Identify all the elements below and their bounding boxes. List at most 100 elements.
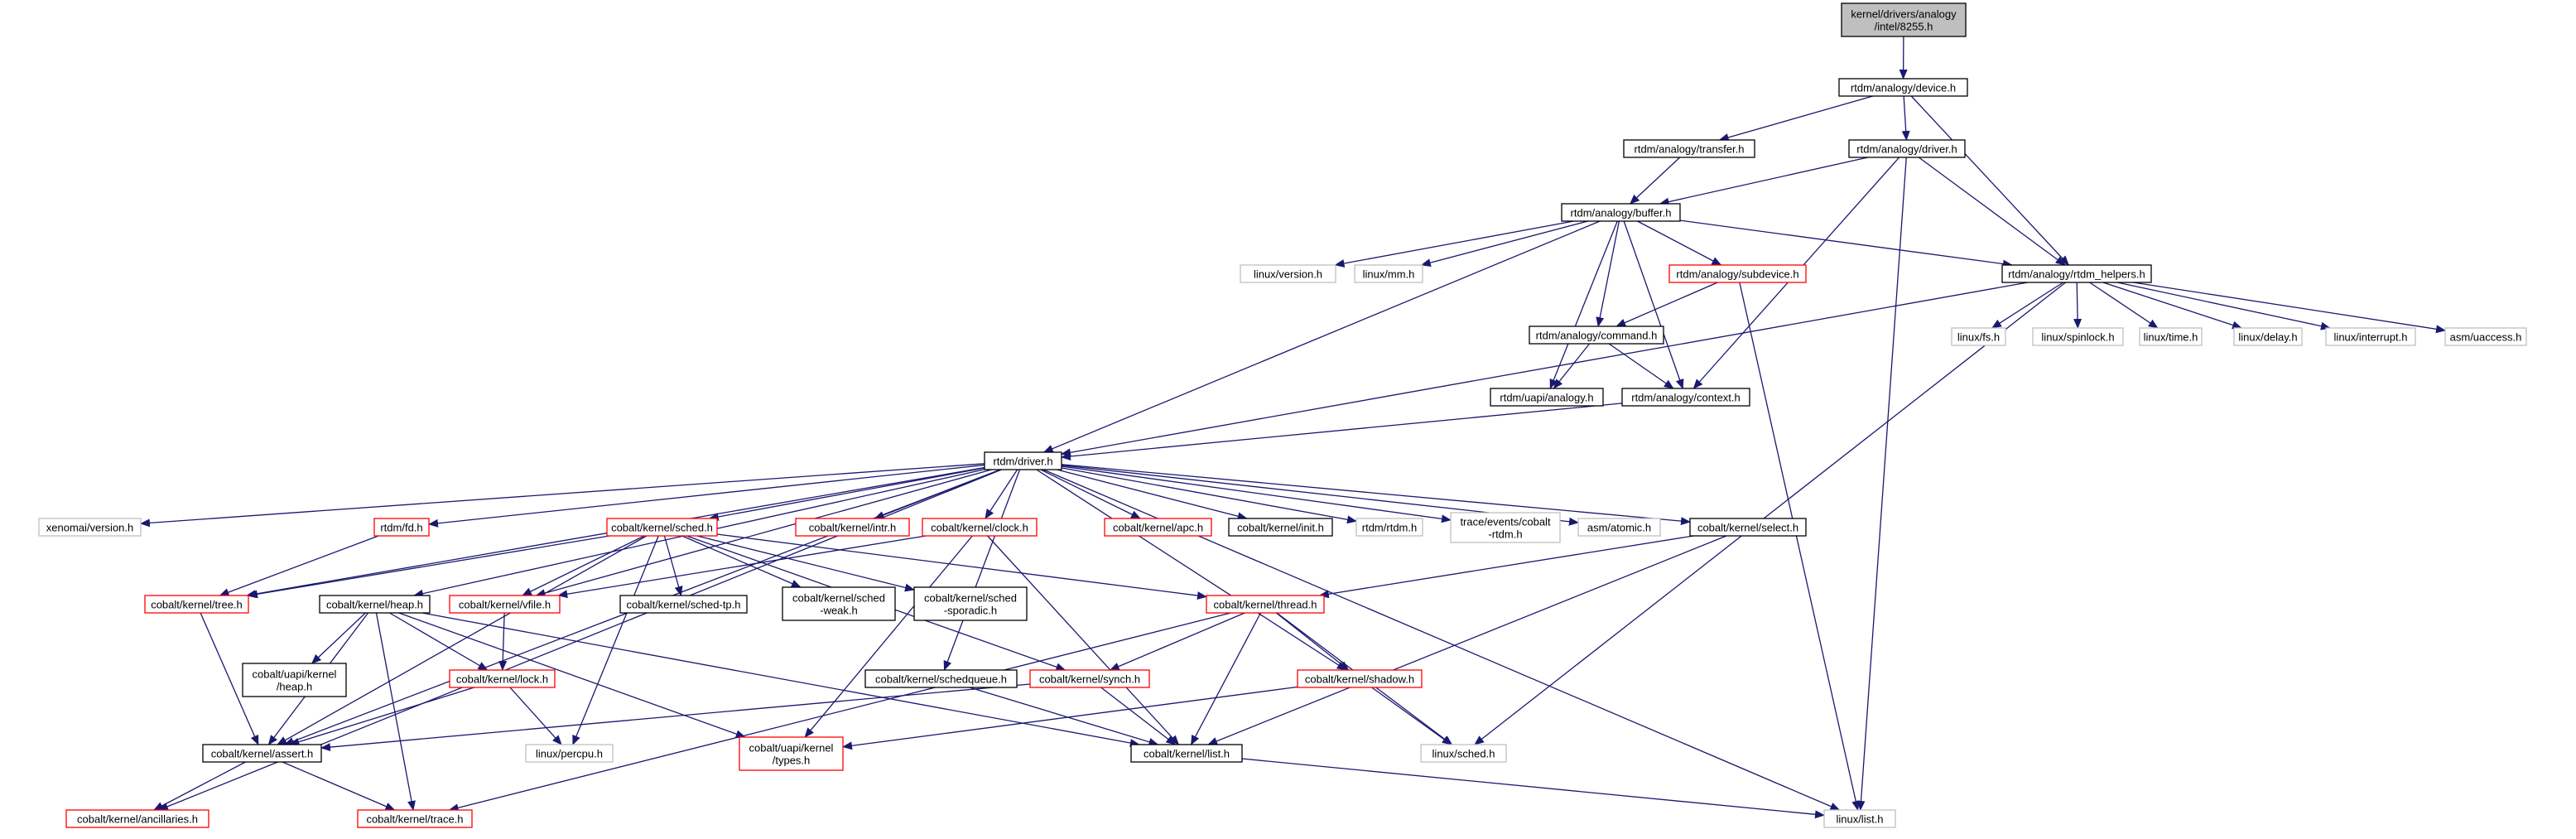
node-buffer[interactable]: rtdm/analogy/buffer.h bbox=[1561, 203, 1681, 222]
node-label-utypes: /types.h bbox=[773, 755, 811, 767]
node-command[interactable]: rtdm/analogy/command.h bbox=[1529, 325, 1664, 345]
node-box-percpu bbox=[525, 744, 614, 763]
node-box-subdevice bbox=[1668, 264, 1807, 283]
node-label-mm: linux/mm.h bbox=[1363, 268, 1415, 281]
edge-device-to-transfer bbox=[1718, 95, 1873, 142]
node-box-rdriver bbox=[984, 451, 1062, 470]
node-rdriver[interactable]: rtdm/driver.h bbox=[984, 451, 1062, 470]
node-label-list: cobalt/kernel/list.h bbox=[1144, 748, 1230, 760]
node-label-lsched: linux/sched.h bbox=[1432, 748, 1495, 760]
edge-thread-to-synch bbox=[1109, 612, 1245, 671]
node-apc[interactable]: cobalt/kernel/apc.h bbox=[1104, 518, 1212, 537]
edge-adriver-to-helpers bbox=[1918, 157, 2066, 266]
edge-buffer-to-rdriver bbox=[1042, 220, 1601, 453]
node-box-vfile bbox=[449, 595, 561, 614]
node-label-rtdmh: rtdm/rtdm.h bbox=[1362, 522, 1417, 534]
node-box-xversion bbox=[38, 518, 142, 537]
node-label-select: cobalt/kernel/select.h bbox=[1697, 522, 1798, 534]
node-subdevice[interactable]: rtdm/analogy/subdevice.h bbox=[1668, 264, 1807, 283]
node-time[interactable]: linux/time.h bbox=[2139, 327, 2203, 346]
node-clock[interactable]: cobalt/kernel/clock.h bbox=[922, 518, 1038, 537]
edge-rdriver-to-xversion bbox=[140, 463, 985, 528]
node-rtdmh[interactable]: rtdm/rtdm.h bbox=[1355, 518, 1423, 537]
node-fs[interactable]: linux/fs.h bbox=[1951, 327, 2006, 346]
node-label-ancill: cobalt/kernel/ancillaries.h bbox=[77, 813, 198, 826]
node-root[interactable]: kernel/drivers/analogy/intel/8255.h bbox=[1841, 2, 1967, 37]
node-uapi[interactable]: rtdm/uapi/analogy.h bbox=[1490, 388, 1604, 407]
node-schedtp[interactable]: cobalt/kernel/sched-tp.h bbox=[619, 595, 748, 614]
node-utypes[interactable]: cobalt/uapi/kernel/types.h bbox=[739, 736, 844, 771]
node-list[interactable]: cobalt/kernel/list.h bbox=[1130, 744, 1243, 763]
edge-clock-to-vfile bbox=[557, 535, 927, 599]
node-heap[interactable]: cobalt/kernel/heap.h bbox=[319, 595, 431, 614]
edge-synch-to-list bbox=[1100, 687, 1177, 745]
node-sched[interactable]: cobalt/kernel/sched.h bbox=[606, 518, 718, 537]
node-select[interactable]: cobalt/kernel/select.h bbox=[1689, 518, 1807, 537]
node-box-device bbox=[1838, 78, 1968, 97]
node-intr[interactable]: cobalt/kernel/intr.h bbox=[795, 518, 910, 537]
edge-sched-to-vfile bbox=[522, 535, 645, 596]
edge-rdriver-to-select bbox=[1061, 464, 1691, 526]
node-device[interactable]: rtdm/analogy/device.h bbox=[1838, 78, 1968, 97]
node-uheap[interactable]: cobalt/uapi/kernel/heap.h bbox=[242, 663, 347, 697]
edge-adriver-to-buffer bbox=[1659, 157, 1869, 206]
edge-rdriver-to-schedqueue bbox=[943, 469, 1021, 671]
node-lock[interactable]: cobalt/kernel/lock.h bbox=[449, 669, 556, 688]
edge-buffer-to-version bbox=[1334, 220, 1574, 268]
edge-rdriver-to-trace_ev bbox=[1061, 465, 1452, 523]
node-version[interactable]: linux/version.h bbox=[1240, 264, 1336, 283]
node-label-llist: linux/list.h bbox=[1836, 813, 1883, 826]
node-box-fs bbox=[1951, 327, 2006, 346]
node-synch[interactable]: cobalt/kernel/synch.h bbox=[1029, 669, 1150, 688]
edge-sched-to-thread bbox=[716, 533, 1207, 600]
node-uaccess[interactable]: asm/uaccess.h bbox=[2444, 327, 2527, 346]
node-spinlock[interactable]: linux/spinlock.h bbox=[2032, 327, 2124, 346]
node-box-clock bbox=[922, 518, 1038, 537]
node-label-vfile: cobalt/kernel/vfile.h bbox=[459, 599, 551, 611]
node-label-uaccess: asm/uaccess.h bbox=[2450, 331, 2522, 344]
node-adriver[interactable]: rtdm/analogy/driver.h bbox=[1848, 139, 1966, 158]
node-transfer[interactable]: rtdm/analogy/transfer.h bbox=[1623, 139, 1755, 158]
edge-sched-to-assert bbox=[277, 535, 648, 745]
node-mm[interactable]: linux/mm.h bbox=[1354, 264, 1423, 283]
node-label-trace_ev: trace/events/cobalt bbox=[1460, 516, 1551, 528]
node-helpers[interactable]: rtdm/analogy/rtdm_helpers.h bbox=[2001, 264, 2152, 283]
edge-rdriver-to-clock bbox=[985, 469, 1018, 519]
node-ancill[interactable]: cobalt/kernel/ancillaries.h bbox=[65, 809, 209, 828]
edge-rdriver-to-fd bbox=[428, 464, 985, 528]
node-atomic[interactable]: asm/atomic.h bbox=[1577, 518, 1661, 537]
node-lsched[interactable]: linux/sched.h bbox=[1420, 744, 1507, 763]
node-init[interactable]: cobalt/kernel/init.h bbox=[1228, 518, 1333, 537]
node-trace[interactable]: cobalt/kernel/trace.h bbox=[357, 809, 473, 828]
node-label-tree: cobalt/kernel/tree.h bbox=[151, 599, 243, 611]
node-shadow[interactable]: cobalt/kernel/shadow.h bbox=[1297, 669, 1423, 688]
edge-heap-to-trace bbox=[375, 612, 416, 811]
node-label-device: rtdm/analogy/device.h bbox=[1851, 82, 1956, 94]
node-delay[interactable]: linux/delay.h bbox=[2233, 327, 2303, 346]
node-label-interrupt: linux/interrupt.h bbox=[2334, 331, 2408, 344]
edge-rdriver-to-apc bbox=[1040, 469, 1142, 519]
node-llist[interactable]: linux/list.h bbox=[1823, 809, 1896, 828]
node-percpu[interactable]: linux/percpu.h bbox=[525, 744, 614, 763]
node-assert[interactable]: cobalt/kernel/assert.h bbox=[202, 744, 322, 763]
node-trace_ev[interactable]: trace/events/cobalt-rtdm.h bbox=[1450, 512, 1561, 543]
node-box-init bbox=[1228, 518, 1333, 537]
node-context[interactable]: rtdm/analogy/context.h bbox=[1621, 388, 1750, 407]
node-tree[interactable]: cobalt/kernel/tree.h bbox=[144, 595, 249, 614]
node-label-transfer: rtdm/analogy/transfer.h bbox=[1635, 143, 1745, 156]
node-fd[interactable]: rtdm/fd.h bbox=[373, 518, 430, 537]
node-label-adriver: rtdm/analogy/driver.h bbox=[1856, 143, 1957, 156]
node-label-intr: cobalt/kernel/intr.h bbox=[809, 522, 897, 534]
node-schedweak[interactable]: cobalt/kernel/sched-weak.h bbox=[782, 586, 896, 621]
node-thread[interactable]: cobalt/kernel/thread.h bbox=[1206, 595, 1325, 614]
edge-helpers-to-rdriver bbox=[1061, 282, 2028, 457]
node-schedqueue[interactable]: cobalt/kernel/schedqueue.h bbox=[864, 669, 1018, 688]
node-schedspor[interactable]: cobalt/kernel/sched-sporadic.h bbox=[913, 586, 1028, 621]
node-interrupt[interactable]: linux/interrupt.h bbox=[2325, 327, 2416, 346]
node-vfile[interactable]: cobalt/kernel/vfile.h bbox=[449, 595, 561, 614]
node-xversion[interactable]: xenomai/version.h bbox=[38, 518, 142, 537]
edge-vfile-to-lock bbox=[498, 612, 508, 671]
edge-heap-to-uheap bbox=[311, 612, 366, 664]
node-label-fd: rtdm/fd.h bbox=[380, 522, 422, 534]
